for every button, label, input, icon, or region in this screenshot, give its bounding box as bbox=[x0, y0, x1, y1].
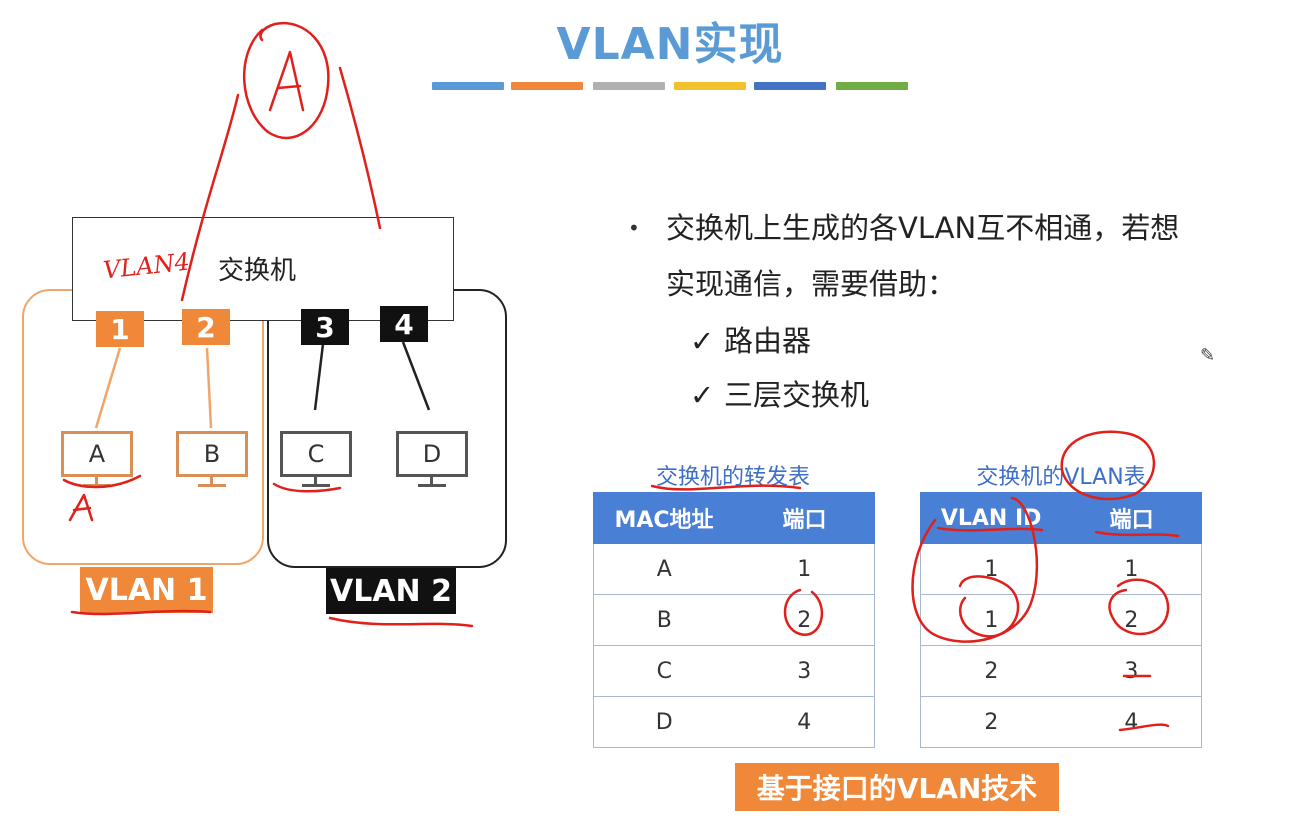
table-row: 1 1 bbox=[920, 543, 1202, 595]
mac-table: MAC地址 端口 A 1 B 2 C 3 D 4 bbox=[592, 492, 875, 748]
color-bar-2 bbox=[511, 82, 583, 90]
vlan1-tag: VLAN 1 bbox=[80, 567, 213, 613]
table-row: D 4 bbox=[593, 696, 875, 748]
table-row: 2 3 bbox=[920, 645, 1202, 697]
bullet-line-2: 实现通信，需要借助： bbox=[666, 267, 957, 301]
vlan-id-cell: 1 bbox=[920, 543, 1062, 595]
computer-a-label: A bbox=[61, 431, 133, 477]
vlan-table-caption: 交换机的VLAN表 bbox=[976, 465, 1146, 490]
computer-b-label: B bbox=[176, 431, 248, 477]
port-3: 3 bbox=[301, 309, 349, 345]
computer-c-label: C bbox=[280, 431, 352, 477]
footer-tag: 基于接口的VLAN技术 bbox=[735, 763, 1059, 811]
port-cell: 2 bbox=[1061, 594, 1202, 646]
computer-d-icon: D bbox=[396, 431, 468, 491]
color-bar-1 bbox=[432, 82, 504, 90]
vlan2-tag: VLAN 2 bbox=[326, 568, 456, 614]
switch-label: 交换机 bbox=[218, 256, 297, 286]
port-cell: 3 bbox=[734, 645, 875, 697]
bullet-line-1: 交换机上生成的各VLAN互不相通，若想 bbox=[666, 211, 1180, 245]
check-item-label: 三层交换机 bbox=[724, 378, 870, 412]
vlan-id-cell: 2 bbox=[920, 696, 1062, 748]
computer-b-icon: B bbox=[176, 431, 248, 491]
color-bar-6 bbox=[836, 82, 908, 90]
page-title: VLAN实现 bbox=[556, 19, 784, 70]
vlan-id-cell: 2 bbox=[920, 645, 1062, 697]
table-row: A 1 bbox=[593, 543, 875, 595]
computer-a-icon: A bbox=[61, 431, 133, 491]
vlan-table-header: VLAN ID bbox=[919, 492, 1063, 544]
mac-table-header: MAC地址 bbox=[592, 492, 736, 544]
port-1: 1 bbox=[96, 311, 144, 347]
port-cell: 3 bbox=[1061, 645, 1202, 697]
computer-d-label: D bbox=[396, 431, 468, 477]
port-cell: 1 bbox=[1061, 543, 1202, 595]
port-cell: 4 bbox=[734, 696, 875, 748]
port-4: 4 bbox=[380, 306, 428, 342]
mac-cell: A bbox=[593, 543, 735, 595]
vlan-id-cell: 1 bbox=[920, 594, 1062, 646]
vlan-table: VLAN ID 端口 1 1 1 2 2 3 2 4 bbox=[919, 492, 1202, 748]
bullet-dot: • bbox=[628, 216, 640, 240]
check-icon: ✓ bbox=[690, 324, 715, 358]
table-row: 1 2 bbox=[920, 594, 1202, 646]
check-icon: ✓ bbox=[690, 378, 715, 412]
check-item-l3-switch: ✓ 三层交换机 bbox=[690, 372, 869, 414]
check-item-router: ✓ 路由器 bbox=[690, 318, 811, 360]
port-cell: 4 bbox=[1061, 696, 1202, 748]
color-bar-3 bbox=[593, 82, 665, 90]
table-row: C 3 bbox=[593, 645, 875, 697]
check-item-label: 路由器 bbox=[724, 324, 812, 358]
computer-c-icon: C bbox=[280, 431, 352, 491]
mac-cell: D bbox=[593, 696, 735, 748]
table-row: 2 4 bbox=[920, 696, 1202, 748]
table-row: B 2 bbox=[593, 594, 875, 646]
color-bar-5 bbox=[754, 82, 826, 90]
mac-cell: C bbox=[593, 645, 735, 697]
mac-table-header: 端口 bbox=[734, 492, 875, 544]
mac-cell: B bbox=[593, 594, 735, 646]
switch-box bbox=[72, 217, 454, 321]
port-cell: 1 bbox=[734, 543, 875, 595]
mac-table-caption: 交换机的转发表 bbox=[655, 465, 810, 490]
port-2: 2 bbox=[182, 309, 230, 345]
color-bar-4 bbox=[674, 82, 746, 90]
vlan-table-header: 端口 bbox=[1061, 492, 1202, 544]
pencil-icon[interactable]: ✎ bbox=[1200, 345, 1216, 366]
port-cell: 2 bbox=[734, 594, 875, 646]
